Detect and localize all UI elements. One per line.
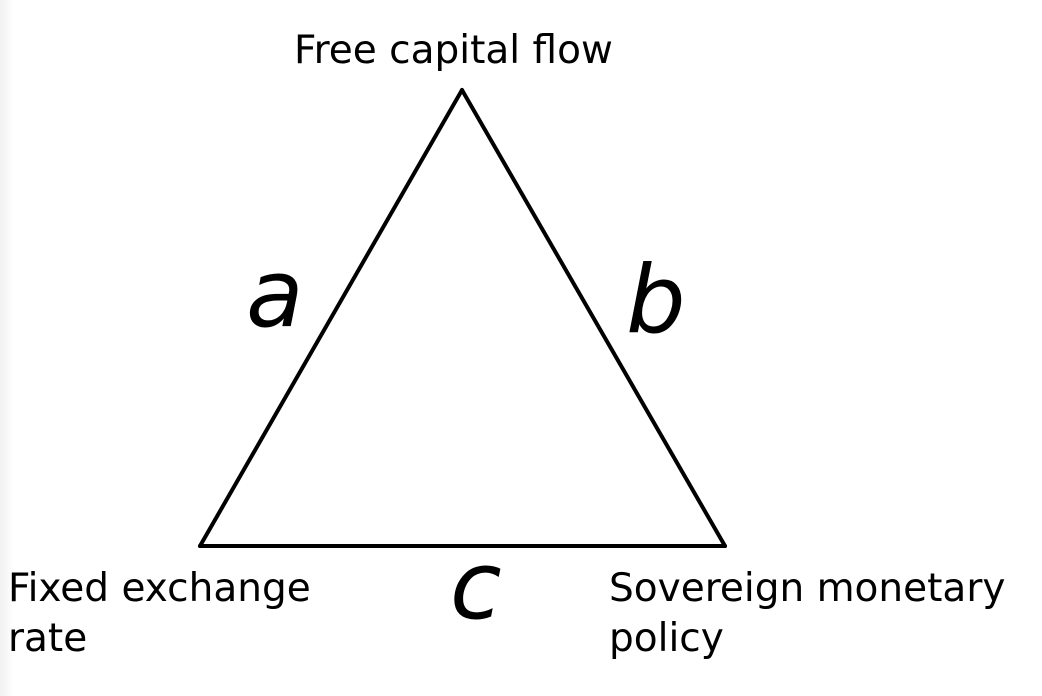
side-label-a: a: [246, 240, 304, 349]
edge-shade: [0, 0, 14, 696]
vertex-label-top-text: Free capital flow: [294, 28, 613, 73]
side-a-line: [198, 88, 464, 548]
vertex-label-sovereign-monetary-policy: Sovereign monetary policy: [609, 564, 1005, 664]
vertex-label-fixed-exchange-rate: Fixed exchange rate: [8, 564, 311, 664]
vertex-label-bottom-right-line-2: policy: [609, 616, 724, 661]
vertex-label-free-capital-flow: Free capital flow: [294, 26, 613, 76]
vertex-label-bottom-right-line-1: Sovereign monetary: [609, 566, 1006, 611]
side-label-c: c: [450, 532, 502, 641]
vertex-label-bottom-left-line-2: rate: [8, 616, 88, 661]
side-b-line: [460, 88, 727, 548]
side-label-b: b: [626, 246, 686, 355]
vertex-label-bottom-left-line-1: Fixed exchange: [8, 566, 311, 611]
